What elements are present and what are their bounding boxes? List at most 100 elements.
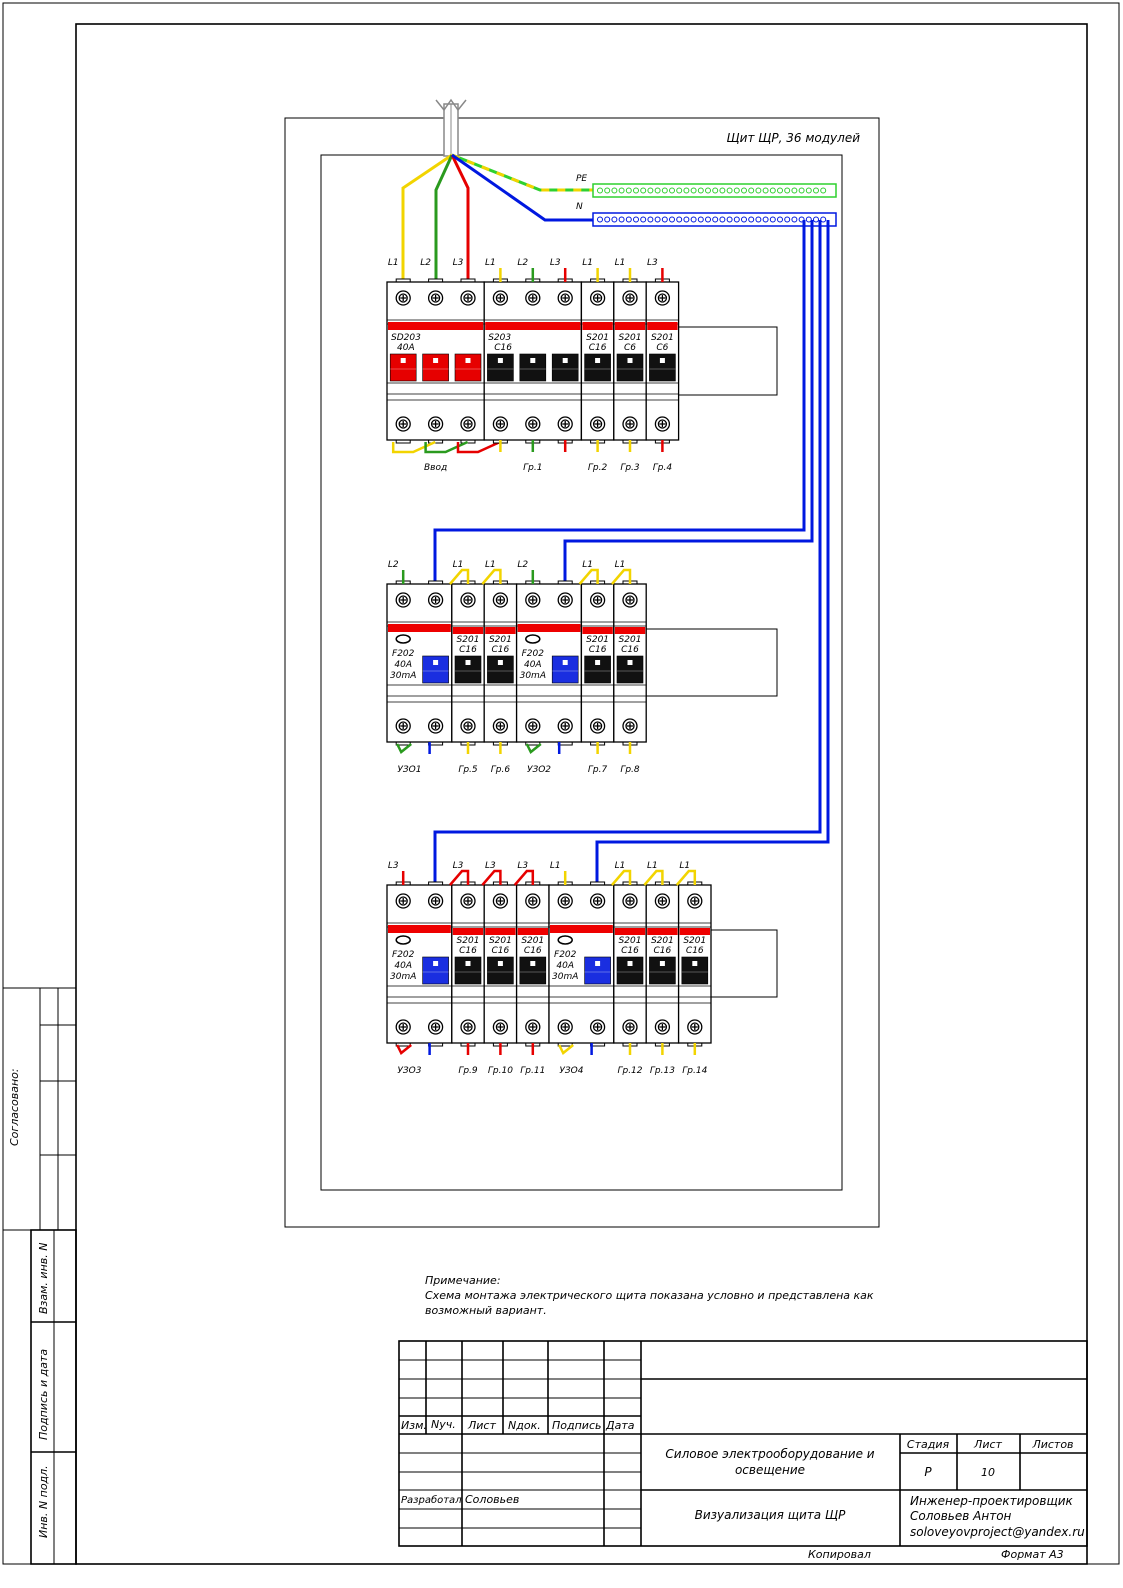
bridge-wire — [456, 440, 501, 454]
bus-hole — [755, 216, 762, 223]
label-stripe — [614, 928, 646, 935]
phase-label: L1 — [485, 258, 496, 268]
phase-label: L1 — [615, 560, 626, 570]
toggle-handle — [422, 956, 449, 985]
bus-hole — [755, 187, 762, 194]
terminal-screw-icon — [460, 1019, 476, 1035]
org-line-2: Соловьев Антон — [910, 1509, 1012, 1523]
label-stripe — [679, 928, 710, 935]
group-label: Гр.13 — [650, 1066, 675, 1076]
phase-label: L1 — [388, 258, 399, 268]
phase-label: L1 — [679, 861, 690, 871]
bus-hole — [625, 187, 632, 194]
jumper-wire — [611, 869, 632, 886]
title-block: Изм. Nуч. Лист Nдок. Подпись Дата Разраб… — [398, 1340, 1088, 1547]
panel-title: Щит ЩР, 36 модулей — [727, 131, 861, 145]
terminal-screw-icon — [589, 592, 606, 608]
cover-outline-row1 — [677, 326, 778, 396]
bus-hole — [604, 187, 611, 194]
phase-label: L3 — [647, 258, 658, 268]
bus-hole — [784, 216, 791, 223]
terminal-screw-icon — [622, 1019, 638, 1035]
group-label: УЗО2 — [527, 765, 551, 775]
bus-hole — [647, 216, 654, 223]
phase-label: L1 — [453, 560, 464, 570]
terminal-screw-icon — [492, 893, 509, 909]
device-model: S201 — [683, 936, 706, 946]
bus-hole — [676, 216, 683, 223]
n-bus — [592, 212, 837, 227]
panel-enclosure — [284, 117, 880, 1228]
jumper-wire — [643, 869, 664, 886]
jumper-wire — [449, 568, 470, 585]
bus-hole — [733, 216, 740, 223]
terminal-screw-icon — [589, 416, 606, 432]
terminal-screw-icon — [492, 290, 509, 306]
device-model: F202 — [392, 950, 415, 960]
phase-label: L2 — [517, 258, 528, 268]
pe-wire-stripe — [451, 153, 593, 192]
org-line-1: Инженер-проектировщик — [910, 1494, 1074, 1508]
jumper-wire — [611, 568, 632, 585]
terminal-screw-icon — [589, 290, 606, 306]
device-rating: C16 — [524, 946, 542, 956]
device-model: S201 — [521, 936, 544, 946]
bus-hole — [640, 187, 647, 194]
phase-label: L1 — [647, 861, 658, 871]
toggle-handle — [551, 655, 579, 684]
label-stripe — [452, 627, 484, 634]
phase-label: L2 — [388, 560, 399, 570]
label-stripe — [452, 928, 484, 935]
bus-hole — [741, 187, 747, 194]
group-label: Гр.4 — [653, 463, 673, 473]
terminal-screw-icon — [687, 1019, 703, 1035]
toggle-handle — [616, 353, 644, 382]
pe-bus-label: PE — [576, 174, 587, 184]
label-stripe — [582, 627, 613, 634]
stamp-replace-inv: Взам. инв. N — [37, 1243, 50, 1314]
bus-hole — [712, 187, 719, 194]
terminal-screw-icon — [622, 718, 638, 734]
group-label: Гр.10 — [488, 1066, 513, 1076]
device-rating: C16 — [621, 946, 639, 956]
bus-hole — [661, 187, 668, 194]
stamp-agreed: Согласовано: — [8, 1068, 21, 1146]
footer-copied: Копировал — [808, 1548, 871, 1561]
terminal-screw-icon — [557, 592, 573, 608]
feed-wire-l2 — [434, 154, 454, 282]
terminal-screw-icon — [654, 1019, 671, 1035]
terminal-screw-icon — [460, 893, 476, 909]
terminal-screw-icon — [557, 1019, 573, 1035]
terminal-screw-icon — [622, 893, 638, 909]
output-wire — [525, 743, 542, 754]
terminal-screw-icon — [687, 893, 703, 909]
side-stamp: Согласовано: Взам. инв. N Подпись и дата… — [2, 987, 77, 1565]
bus-hole — [820, 187, 827, 194]
output-wire — [558, 1044, 574, 1055]
toggle-handle — [389, 353, 417, 382]
group-label: Гр.8 — [620, 765, 640, 775]
test-button-icon — [525, 634, 541, 644]
bus-hole — [791, 187, 798, 194]
device-rating: C16 — [494, 343, 512, 353]
terminal-screw-icon — [525, 290, 541, 306]
bridge-wire — [424, 440, 469, 454]
developed-name: Соловьев — [465, 1493, 519, 1506]
bus-hole — [777, 216, 783, 223]
device-rating: 40A — [394, 961, 412, 971]
bus-hole — [661, 216, 668, 223]
group-label: Ввод — [424, 463, 447, 473]
device-model: F202 — [522, 649, 545, 659]
terminal-screw-icon — [589, 718, 606, 734]
group-label: Гр.3 — [620, 463, 640, 473]
device-rating: C16 — [589, 645, 607, 655]
bus-hole — [733, 187, 740, 194]
bus-hole — [726, 216, 733, 223]
terminal-screw-icon — [460, 416, 476, 432]
